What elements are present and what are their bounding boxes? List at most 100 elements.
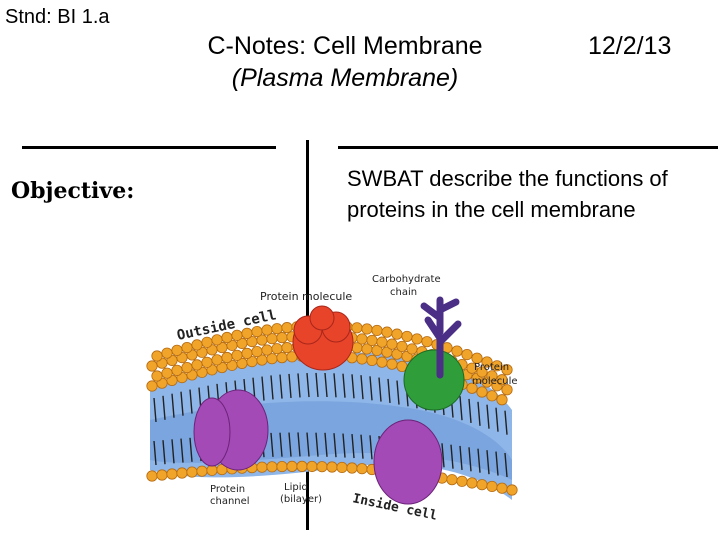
phospholipid-head — [481, 356, 493, 368]
phospholipid-head — [391, 328, 403, 340]
phospholipid-head — [471, 352, 483, 364]
phospholipid-head — [496, 482, 508, 494]
label-carbohydrate-line2: chain — [390, 287, 417, 298]
label-protein-channel-line2: channel — [210, 496, 250, 507]
lipid-tail-bottom — [306, 432, 310, 457]
phospholipid-head — [251, 345, 263, 358]
phospholipid-head — [261, 344, 273, 356]
lipid-tail-top — [360, 375, 364, 400]
lipid-tail-top — [369, 376, 373, 401]
lipid-tail-bottom — [441, 443, 445, 468]
phospholipid-head — [211, 354, 223, 366]
phospholipid-head — [196, 465, 208, 477]
phospholipid-head — [371, 324, 383, 337]
phospholipid-head — [286, 460, 298, 473]
lipid-tail-bottom — [189, 437, 193, 462]
lipid-tail-top — [162, 395, 166, 420]
phospholipid-head — [356, 463, 368, 475]
phospholipid-head — [446, 474, 458, 486]
phospholipid-head — [351, 322, 363, 334]
phospholipid-head — [161, 367, 173, 379]
phospholipid-head — [411, 333, 423, 345]
phospholipid-head — [451, 345, 463, 357]
lipid-tail-top — [486, 404, 490, 429]
phospholipid-head — [381, 326, 393, 338]
divider-left — [22, 146, 276, 149]
phospholipid-head — [151, 350, 163, 362]
lipid-tail-bottom — [504, 452, 508, 478]
phospholipid-head — [461, 349, 473, 361]
phospholipid-head — [241, 347, 253, 359]
lipid-tail-top — [288, 373, 292, 398]
phospholipid-head — [266, 461, 278, 473]
lipid-tail-top — [189, 389, 193, 414]
phospholipid-head — [176, 467, 188, 479]
phospholipid-head — [466, 362, 478, 374]
lipid-tail-top — [468, 398, 472, 424]
lipid-tail-bottom — [297, 432, 301, 457]
phospholipid-head — [466, 382, 478, 394]
phospholipid-head — [151, 370, 163, 382]
lipid-tail-bottom — [477, 448, 481, 473]
lipid-tail-bottom — [459, 445, 463, 471]
lipid-tail-bottom — [450, 444, 454, 469]
phospholipid-head — [156, 469, 168, 481]
phospholipid-head — [166, 468, 178, 480]
lipid-tail-bottom — [351, 433, 355, 459]
lipid-tail-top — [306, 373, 310, 398]
lipid-tail-bottom — [180, 438, 184, 463]
lipid-tail-top — [333, 373, 337, 398]
phospholipid-head — [476, 479, 488, 491]
phospholipid-head — [206, 464, 218, 476]
lipid-tail-top — [279, 374, 283, 399]
date-label: 12/2/13 — [588, 32, 672, 60]
lipid-tail-top — [315, 372, 319, 397]
phospholipid-head — [466, 477, 478, 489]
phospholipid-head — [386, 338, 398, 350]
phospholipid-head — [281, 342, 293, 354]
phospholipid-head — [396, 340, 408, 353]
phospholipid-head — [231, 349, 243, 361]
label-protein-right-line1: Protein — [474, 362, 509, 373]
phospholipid-head — [181, 341, 193, 354]
lipid-tail-bottom — [171, 439, 175, 464]
title-main: C-Notes: Cell Membrane — [207, 32, 483, 60]
phospholipid-head — [271, 323, 283, 335]
lipid-tail-bottom — [279, 432, 283, 457]
lipid-tail-top — [477, 401, 481, 426]
lipid-tail-bottom — [360, 434, 364, 459]
phospholipid-head — [281, 322, 293, 334]
phospholipid-head — [326, 461, 338, 473]
phospholipid-head — [366, 334, 378, 347]
label-lipid-line1: Lipid — [284, 482, 308, 493]
phospholipid-head — [366, 354, 378, 367]
lipid-tail-top — [351, 374, 355, 399]
phospholipid-head — [356, 353, 368, 365]
lipid-tail-bottom — [288, 432, 292, 457]
label-protein-right-line2: molecule — [472, 376, 518, 387]
lipid-tail-top — [261, 376, 265, 401]
lipid-tail-top — [495, 407, 499, 432]
lipid-tail-bottom — [495, 451, 499, 476]
divider-right — [338, 146, 718, 149]
phospholipid-head — [421, 336, 433, 348]
phospholipid-head — [486, 480, 498, 493]
label-lipid-line2: (bilayer) — [280, 494, 322, 505]
protein-channel-left — [193, 389, 269, 471]
phospholipid-head — [506, 484, 518, 496]
lipid-tail-top — [387, 378, 391, 403]
phospholipid-head — [191, 359, 203, 371]
lipid-tail-top — [270, 375, 274, 400]
protein-molecule-right — [403, 349, 465, 411]
lipid-tail-top — [378, 377, 382, 402]
lipid-tail-top — [342, 373, 346, 398]
label-protein-channel-line1: Protein — [210, 484, 245, 495]
phospholipid-head — [491, 360, 503, 372]
lipid-tail-bottom — [342, 433, 346, 458]
phospholipid-head — [361, 323, 373, 335]
phospholipid-head — [336, 461, 348, 474]
phospholipid-head — [486, 390, 498, 402]
lipid-tail-top — [297, 373, 301, 398]
phospholipid-head — [171, 364, 183, 376]
phospholipid-head — [146, 360, 158, 372]
